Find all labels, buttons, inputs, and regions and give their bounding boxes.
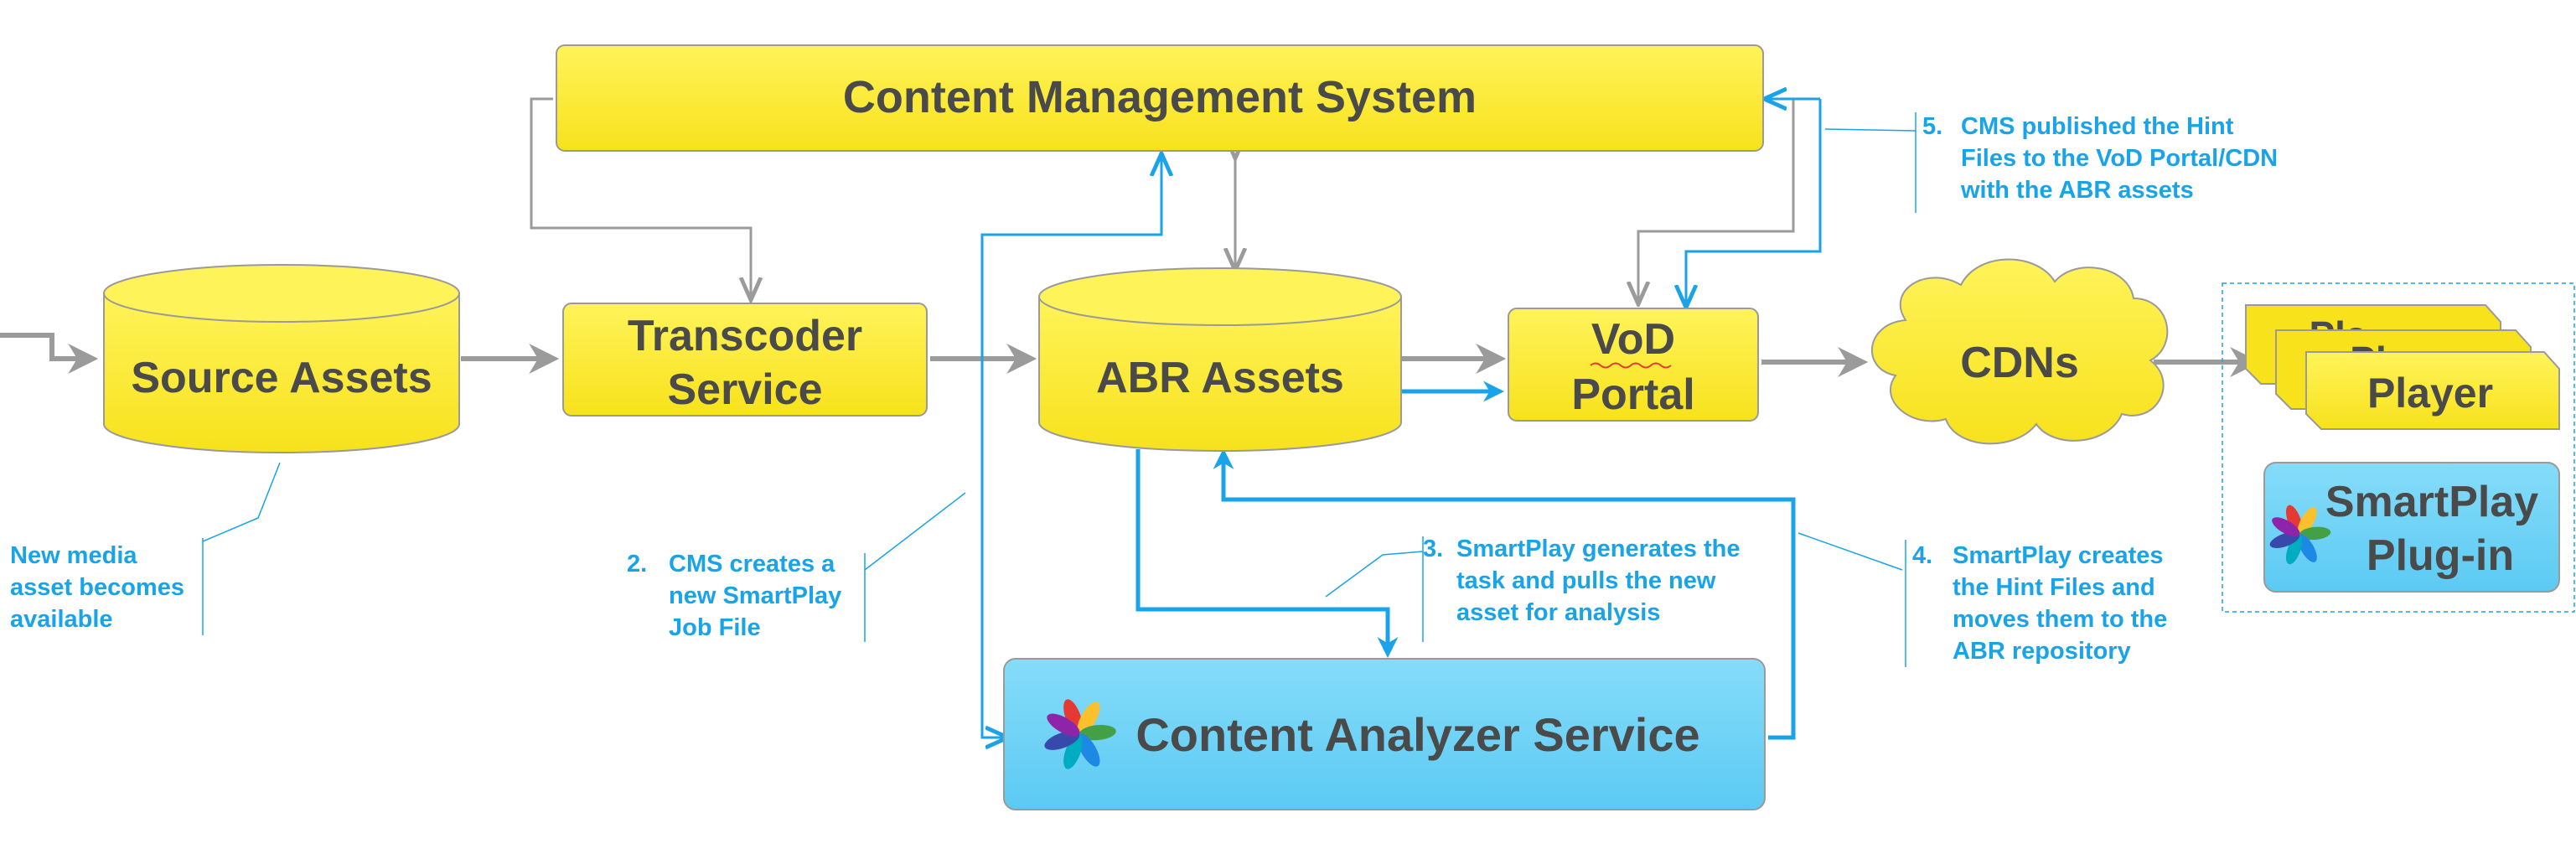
arrow-input-to-source (0, 333, 99, 374)
note-3-line-3: asset for analysis (1456, 599, 1660, 626)
note-2-number: 2. (627, 551, 647, 577)
cms-box[interactable]: Content Management System (556, 44, 1764, 152)
arrow-analyzer-to-abr (1213, 448, 1796, 740)
note-5-line-2: Files to the VoD Portal/CDN (1961, 145, 2278, 172)
note-1: New media asset becomes available (10, 542, 184, 633)
source-assets-cylinder[interactable]: Source Assets (103, 264, 460, 453)
vod-portal-label-line-2: Portal (1571, 370, 1694, 419)
arrow-abr-to-cms-publish (1686, 99, 1822, 305)
note-4-line-1: SmartPlay creates (1953, 542, 2164, 569)
smartplay-plugin-label-line-2: Plug-in (2367, 531, 2514, 580)
source-assets-label: Source Assets (131, 354, 432, 402)
note-4: 4. SmartPlay creates the Hint Files and … (1912, 542, 2167, 665)
note-3-number: 3. (1423, 536, 1443, 562)
cdns-label: CDNs (1960, 339, 2079, 387)
player-label: Player (2367, 370, 2493, 417)
note-3-line-2: task and pulls the new (1456, 567, 1716, 594)
content-analyzer-label: Content Analyzer Service (1135, 708, 1699, 761)
note-3: 3. SmartPlay generates the task and pull… (1423, 536, 1740, 626)
note-4-line-3: moves them to the (1953, 606, 2167, 633)
note-1-line-1: New media (10, 542, 137, 569)
note-5-line-1: CMS published the Hint (1961, 113, 2234, 140)
note-4-number: 4. (1912, 542, 1932, 569)
note-5-line-3: with the ABR assets (1960, 177, 2194, 204)
cdns-cloud[interactable]: CDNs (1870, 258, 2169, 445)
spellcheck-underline (1590, 362, 1672, 369)
note-5: 5. CMS published the Hint Files to the V… (1922, 113, 2278, 204)
callout-leaders (202, 112, 1916, 667)
player-group: Pla Pl Player SmartPlay Plug-in (2222, 282, 2575, 613)
abr-assets-cylinder[interactable]: ABR Assets (1038, 267, 1402, 452)
note-2-line-3: Job File (669, 614, 761, 641)
transcoder-label-line-1: Transcoder (628, 312, 862, 360)
transcoder-service-box[interactable]: Transcoder Service (562, 303, 928, 417)
arrow-abr-to-analyzer (1135, 449, 1399, 658)
note-1-line-3: available (10, 606, 113, 633)
note-1-line-2: asset becomes (10, 574, 184, 601)
transcoder-label-line-2: Service (667, 365, 822, 414)
blue-flow-arrows (1135, 380, 1796, 740)
cms-label: Content Management System (843, 72, 1477, 122)
vod-portal-label-line-1: VoD (1591, 315, 1675, 364)
smartplay-plugin-box[interactable]: SmartPlay Plug-in (2263, 462, 2560, 593)
note-2-line-2: new SmartPlay (669, 582, 841, 609)
note-2: 2. CMS creates a new SmartPlay Job File (627, 551, 841, 641)
note-2-line-1: CMS creates a (669, 551, 835, 577)
vod-portal-box[interactable]: VoD Portal (1508, 308, 1759, 422)
blue-control-arrows (980, 99, 1822, 738)
smartplay-plugin-label-line-1: SmartPlay (2325, 478, 2538, 526)
gray-flow-arrows (0, 333, 2261, 377)
content-analyzer-box[interactable]: Content Analyzer Service (1003, 658, 1766, 810)
note-3-line-1: SmartPlay generates the (1456, 536, 1740, 562)
abr-assets-label: ABR Assets (1096, 354, 1344, 402)
note-4-line-4: ABR repository (1953, 638, 2131, 665)
player-box[interactable]: Player (2305, 351, 2560, 430)
note-5-number: 5. (1922, 113, 1942, 140)
arrow-cms-to-transcoder (530, 97, 751, 298)
note-4-line-2: the Hint Files and (1953, 574, 2155, 601)
